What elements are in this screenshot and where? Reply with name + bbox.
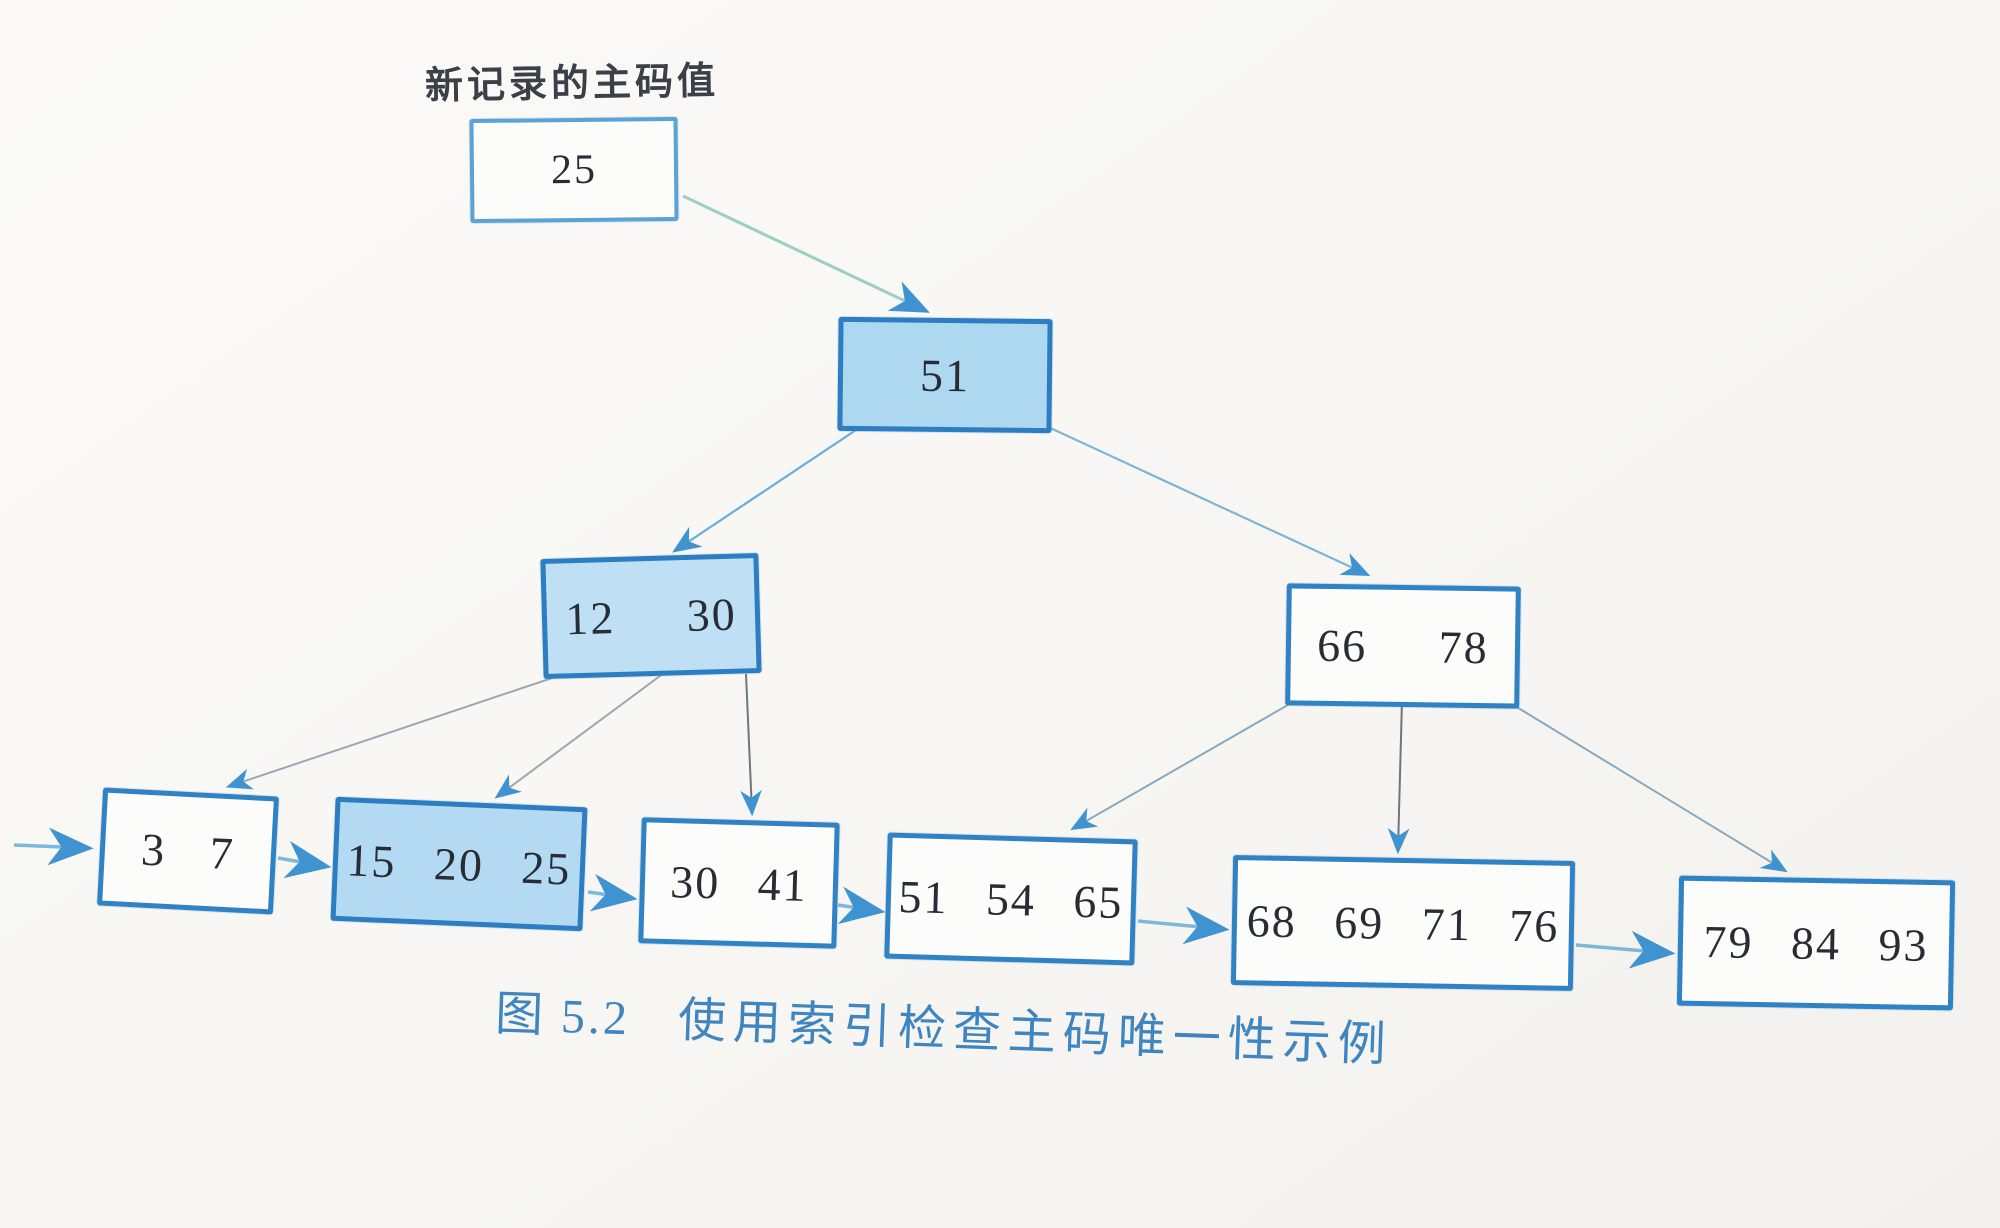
edge-leaf4-to-leaf5 — [1137, 906, 1230, 945]
internal-node-left-keys: 12 30 — [564, 588, 738, 644]
edge-leaf1-to-leaf2 — [277, 840, 332, 879]
search-key-box: 25 — [469, 116, 679, 224]
root-node: 51 — [837, 316, 1053, 434]
edge-root-to-internal-left — [672, 425, 863, 553]
internal-node-left: 12 30 — [540, 552, 762, 680]
leaf-node-1-keys: 3 7 — [139, 823, 237, 879]
internal-node-right: 66 78 — [1285, 583, 1521, 709]
edge-searchkey-to-root — [682, 194, 930, 313]
edge-internal-left-to-leaf3 — [740, 673, 762, 817]
new-record-key-label: 新记录的主码值 — [424, 58, 720, 108]
edge-leaf5-to-leaf6 — [1575, 930, 1676, 969]
edge-leaf2-to-leaf3 — [587, 873, 638, 912]
figure-caption-number: 图 5.2 — [494, 987, 631, 1046]
edge-internal-right-to-leaf5 — [1387, 699, 1410, 855]
search-key-value: 25 — [550, 146, 598, 194]
leaf-node-1: 3 7 — [97, 787, 279, 915]
leaf-node-4-keys: 51 54 65 — [897, 870, 1125, 928]
leaf-node-3-keys: 30 41 — [669, 855, 809, 911]
leaf-node-5-keys: 68 69 71 76 — [1246, 894, 1560, 952]
edge-internal-right-to-leaf4 — [1070, 697, 1301, 831]
leaf-node-6-keys: 79 84 93 — [1703, 915, 1929, 971]
edge-root-to-internal-right — [1045, 425, 1371, 577]
leaf-node-3: 30 41 — [638, 817, 840, 949]
leaf-node-6: 79 84 93 — [1676, 875, 1956, 1011]
leaf-node-4: 51 54 65 — [884, 832, 1138, 966]
leaf-node-2: 15 20 25 — [330, 796, 588, 932]
leaf-node-5: 68 69 71 76 — [1230, 855, 1576, 991]
edge-leaf3-to-leaf4 — [837, 886, 886, 925]
leaf-node-2-keys: 15 20 25 — [345, 833, 573, 895]
edge-internal-right-to-leaf6 — [1501, 697, 1788, 873]
edge-margin-to-leaf1 — [13, 827, 94, 866]
root-node-value: 51 — [919, 349, 971, 401]
figure-caption-title: 使用索引检查主码唯一性示例 — [677, 994, 1394, 1072]
edge-internal-left-to-leaf2 — [494, 669, 669, 799]
internal-node-right-keys: 66 78 — [1316, 619, 1490, 673]
edge-internal-left-to-leaf1 — [225, 665, 589, 790]
figure-caption: 图 5.2 使用索引检查主码唯一性示例 — [494, 974, 1546, 1081]
